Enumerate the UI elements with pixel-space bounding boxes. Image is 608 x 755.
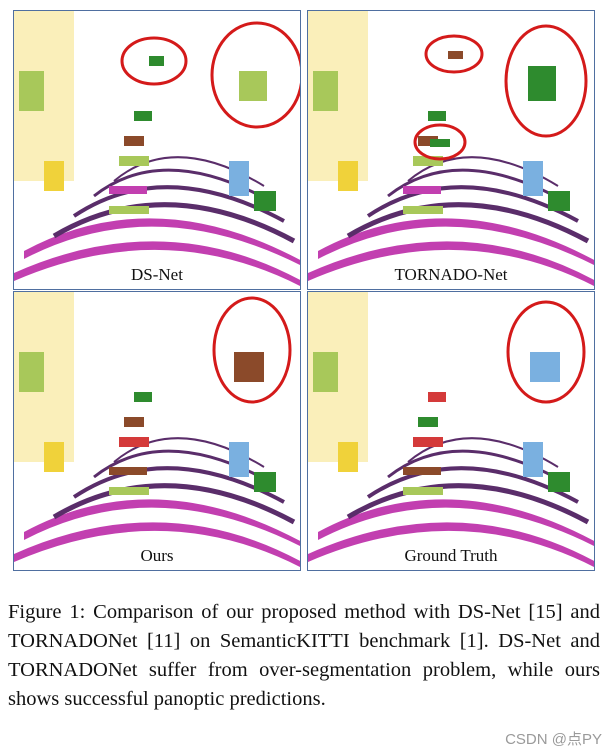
panel-ground-truth: Ground Truth [307, 291, 595, 571]
panel-dsnet: DS-Net [13, 10, 301, 290]
panel-label: DS-Net [131, 265, 183, 284]
highlight-circle [210, 21, 300, 129]
panel-label: Ours [140, 546, 174, 565]
pointcloud-ground-truth [308, 292, 594, 568]
figure-caption: Figure 1: Comparison of our proposed met… [8, 601, 600, 710]
panel-label: Ground Truth [404, 546, 498, 565]
pointcloud-scene [308, 292, 594, 568]
highlight-circle [424, 34, 484, 74]
highlight-circle [120, 36, 188, 86]
highlight-circle [413, 123, 467, 161]
pointcloud-dsnet [14, 11, 300, 287]
panel-ours: Ours [13, 291, 301, 571]
highlight-circle [212, 296, 292, 404]
watermark: CSDN @点PY [505, 731, 602, 748]
pointcloud-scene [308, 11, 594, 287]
pointcloud-scene [14, 11, 300, 287]
pointcloud-ours [14, 292, 300, 568]
pointcloud-scene [14, 292, 300, 568]
highlight-circle [504, 24, 588, 138]
pointcloud-tornadonet [308, 11, 594, 287]
panel-tornadonet: TORNADO-Net [307, 10, 595, 290]
highlight-circle [506, 300, 586, 404]
panel-label: TORNADO-Net [394, 265, 508, 284]
